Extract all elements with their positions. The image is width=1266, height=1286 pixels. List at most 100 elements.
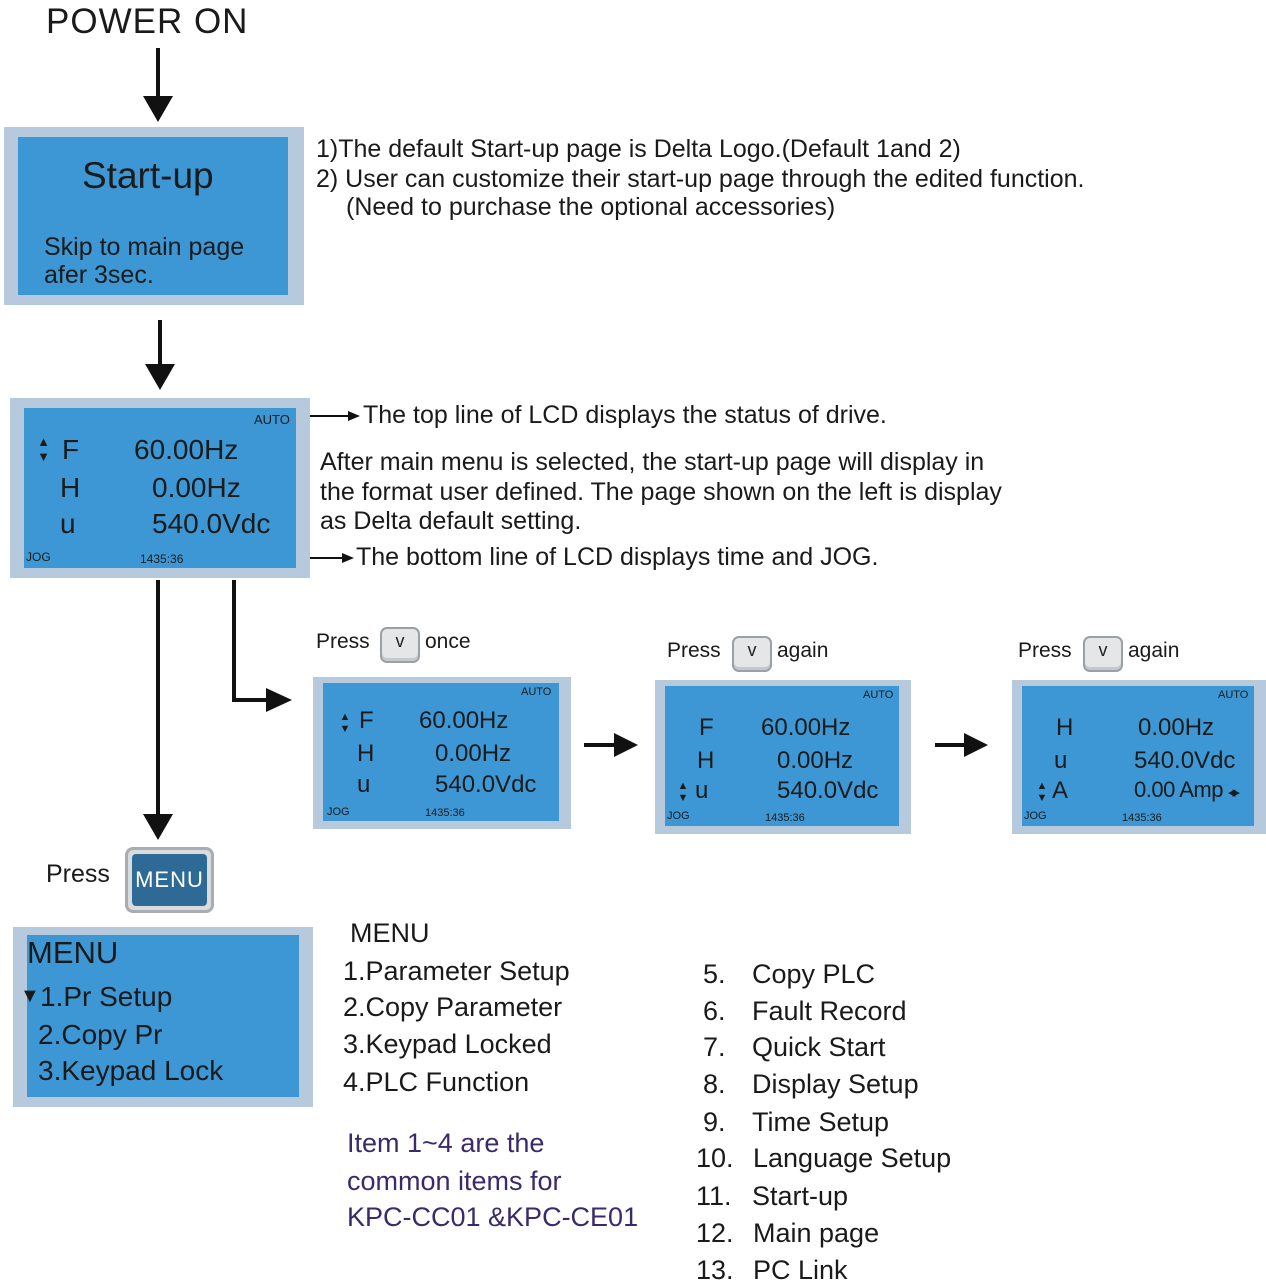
menu-key-button[interactable]: MENU <box>125 847 214 913</box>
step-2-row-2-label: H <box>697 747 715 774</box>
menu-lcd <box>27 935 299 1097</box>
common-items-note-3: KPC-CC01 &KPC-CE01 <box>347 1202 639 1232</box>
menu-list-item-1: 1.Parameter Setup <box>343 956 570 986</box>
menu-lcd-item-2: 2.Copy Pr <box>38 1019 163 1050</box>
step-2-lcd-frame: AUTO F 60.00Hz H 0.00Hz ▲▼ u 540.0Vdc JO… <box>655 680 911 834</box>
menu-list-num-6: 6. <box>703 996 726 1026</box>
main-lcd-jog: JOG <box>26 550 51 564</box>
menu-list-label-9: Time Setup <box>752 1107 890 1137</box>
bottom-line-note: The bottom line of LCD displays time and… <box>356 543 879 571</box>
power-on-label: POWER ON <box>46 2 249 41</box>
step-1-row-1-arrow: ▲▼ <box>339 711 351 735</box>
menu-list-item-2: 2.Copy Parameter <box>343 992 563 1022</box>
step-2-row-3-arrow: ▲▼ <box>677 780 689 804</box>
step-3-time: 1435:36 <box>1122 812 1162 824</box>
main-lcd-row-2-value: 0.00Hz <box>152 472 241 503</box>
menu-list-label-13: PC Link <box>753 1255 848 1285</box>
step-3-jog: JOG <box>1024 810 1047 822</box>
step-2-press: Press <box>667 639 721 662</box>
startup-title: Start-up <box>82 155 214 196</box>
menu-list-num-7: 7. <box>703 1032 726 1062</box>
step-2-row-2-value: 0.00Hz <box>777 747 854 774</box>
startup-line-2: afer 3sec. <box>44 261 154 289</box>
startup-note-2: 2) User can customize their start-up pag… <box>316 165 1085 193</box>
menu-list-label-6: Fault Record <box>752 996 907 1026</box>
menu-lcd-frame <box>13 927 313 1107</box>
main-lcd-row-2-label: H <box>60 472 81 503</box>
main-lcd-row-1-arrow: ▲▼ <box>36 434 51 464</box>
menu-list-num-11: 11. <box>696 1181 732 1211</box>
step-1-row-2-label: H <box>357 740 375 767</box>
menu-lcd-cursor: ▼ <box>20 985 40 1007</box>
main-lcd-row-3-label: u <box>60 508 76 539</box>
main-note-line-3: as Delta default setting. <box>320 507 582 535</box>
step-1-row-1-label: F <box>359 707 374 734</box>
step-3-status: AUTO <box>1218 689 1249 701</box>
menu-list-label-12: Main page <box>753 1218 880 1248</box>
main-lcd-frame: AUTO ▲▼ F 60.00Hz H 0.00Hz u 540.0Vdc JO… <box>10 398 310 578</box>
step-1-row-2-value: 0.00Hz <box>435 740 512 767</box>
step-1-lcd-frame: AUTO ▲▼ F 60.00Hz H 0.00Hz u 540.0Vdc JO… <box>313 677 571 829</box>
main-lcd-time: 1435:36 <box>140 552 184 566</box>
press-menu-label: Press <box>46 860 110 888</box>
menu-list-label-5: Copy PLC <box>752 959 876 989</box>
main-note-line-1: After main menu is selected, the start-u… <box>320 448 985 476</box>
chevron-down-icon: v <box>1098 640 1108 660</box>
startup-note-3: (Need to purchase the optional accessori… <box>346 193 836 221</box>
menu-list-heading: MENU <box>350 918 430 948</box>
step-2-down-key[interactable]: v <box>732 636 772 672</box>
startup-screen-frame: Start-up Skip to main page afer 3sec. <box>4 127 304 305</box>
step-2-jog: JOG <box>667 810 690 822</box>
step-1-jog: JOG <box>327 806 350 818</box>
startup-note-1: 1)The default Start-up page is Delta Log… <box>316 135 961 163</box>
menu-list-label-11: Start-up <box>752 1181 849 1211</box>
step-1-lcd: AUTO ▲▼ F 60.00Hz H 0.00Hz u 540.0Vdc JO… <box>323 683 559 821</box>
step-3-lcd-frame: AUTO H 0.00Hz u 540.0Vdc ▲▼ A 0.00 Amp ◂… <box>1012 680 1266 834</box>
step-3-row-3-label: A <box>1052 777 1069 804</box>
step-1-down-key[interactable]: v <box>380 627 420 663</box>
step-2-row-1-value: 60.00Hz <box>761 714 851 741</box>
step-1-time: 1435:36 <box>425 807 465 819</box>
common-items-note-2: common items for <box>347 1166 562 1196</box>
menu-list-label-8: Display Setup <box>752 1069 919 1099</box>
step-3-down-key[interactable]: v <box>1083 636 1123 672</box>
step-2-lcd: AUTO F 60.00Hz H 0.00Hz ▲▼ u 540.0Vdc JO… <box>665 686 899 826</box>
menu-list-num-9: 9. <box>703 1107 726 1137</box>
menu-list-label-10: Language Setup <box>753 1143 952 1173</box>
step-2-row-3-value: 540.0Vdc <box>777 777 879 804</box>
menu-lcd-item-1: 1.Pr Setup <box>40 981 173 1012</box>
menu-list-num-13: 13. <box>696 1255 734 1285</box>
left-right-arrows-icon: ◂▸ <box>1228 784 1240 801</box>
menu-list-num-8: 8. <box>703 1069 726 1099</box>
step-1-press: Press <box>316 630 370 653</box>
startup-screen: Start-up Skip to main page afer 3sec. <box>18 137 288 295</box>
step-3-row-3-value: 0.00 Amp <box>1134 777 1223 802</box>
step-2-status: AUTO <box>863 689 894 701</box>
step-3-row-3-arrow: ▲▼ <box>1036 780 1048 804</box>
step-2-time: 1435:36 <box>765 812 805 824</box>
step-1-row-1-value: 60.00Hz <box>419 707 509 734</box>
main-note-line-2: the format user defined. The page shown … <box>320 478 1002 506</box>
step-3-suffix: again <box>1128 639 1180 662</box>
step-3-lcd: AUTO H 0.00Hz u 540.0Vdc ▲▼ A 0.00 Amp ◂… <box>1022 686 1254 826</box>
top-line-note: The top line of LCD displays the status … <box>363 401 887 429</box>
main-lcd-status: AUTO <box>254 412 290 427</box>
menu-key-label: MENU <box>132 854 207 906</box>
main-lcd: AUTO ▲▼ F 60.00Hz H 0.00Hz u 540.0Vdc JO… <box>24 408 296 568</box>
main-lcd-row-3-value: 540.0Vdc <box>152 508 271 539</box>
step-3-row-2-value: 540.0Vdc <box>1134 747 1236 774</box>
step-2-row-1-label: F <box>699 714 714 741</box>
menu-list-label-7: Quick Start <box>752 1032 886 1062</box>
step-2-row-3-label: u <box>695 777 709 804</box>
menu-list-num-10: 10. <box>696 1143 734 1173</box>
step-1-suffix: once <box>425 630 471 653</box>
menu-list-num-5: 5. <box>703 959 726 989</box>
chevron-down-icon: v <box>747 640 757 660</box>
step-3-row-2-label: u <box>1054 747 1068 774</box>
step-1-status: AUTO <box>521 686 552 698</box>
step-1-row-3-value: 540.0Vdc <box>435 771 537 798</box>
startup-line-1: Skip to main page <box>44 233 245 261</box>
step-1-row-3-label: u <box>357 771 371 798</box>
menu-list-item-3: 3.Keypad Locked <box>343 1029 552 1059</box>
common-items-note-1: Item 1~4 are the <box>347 1128 545 1158</box>
